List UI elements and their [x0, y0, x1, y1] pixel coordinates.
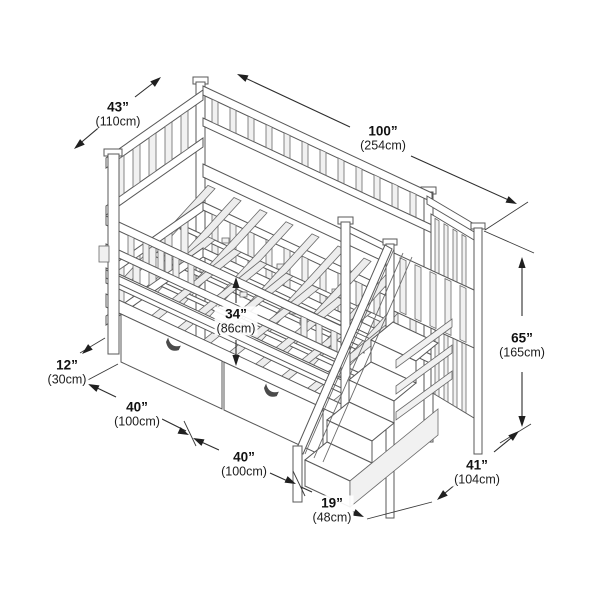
staircase-steps	[304, 318, 453, 508]
dim-bunk-clearance-label: 34” (86cm)	[214, 306, 258, 336]
far-top-slats	[211, 98, 417, 218]
drawer-2-handle	[264, 383, 279, 397]
dim-overall-height-inches: 65”	[511, 330, 533, 346]
tower-front-slats	[399, 257, 467, 343]
dim-staircase-depth-inches: 41”	[466, 457, 488, 473]
dim-bunk-clearance-inches: 34”	[225, 306, 247, 322]
dim-staircase-width-inches: 19”	[321, 495, 343, 511]
dim-drawer-1-label: 40” (100cm)	[112, 399, 162, 429]
dim-bed-width-inches: 43”	[107, 99, 129, 115]
dim-drawer-2-inches: 40”	[233, 449, 255, 465]
dim-overall-length-label: 100” (254cm)	[358, 123, 408, 153]
dim-staircase-width-label: 19” (48cm)	[310, 495, 354, 525]
dim-overall-length-inches: 100”	[368, 123, 398, 139]
railing-newel-post	[292, 445, 303, 503]
near-top-slats-right	[300, 315, 338, 353]
dim-staircase-depth-label: 41” (104cm)	[452, 457, 502, 487]
dim-end-offset-label: 12” (30cm)	[45, 357, 89, 387]
dim-overall-height-label: 65” (165cm)	[497, 330, 547, 360]
dim-drawer-1-cm: (100cm)	[114, 414, 160, 429]
dim-end-offset-inches: 12”	[56, 357, 78, 373]
dim-bed-width-cm: (110cm)	[95, 114, 141, 129]
staircase-railing	[292, 244, 413, 503]
dim-overall-length-cm: (254cm)	[360, 138, 406, 153]
dim-staircase-depth-cm: (104cm)	[454, 472, 500, 487]
drawer-1	[120, 313, 223, 410]
dim-bunk-clearance-cm: (86cm)	[216, 321, 256, 336]
dim-bed-width-label: 43” (110cm)	[93, 99, 143, 129]
dimension-arrowheads	[74, 74, 526, 517]
dim-end-offset-cm: (30cm)	[47, 372, 87, 387]
dim-overall-height-cm: (165cm)	[499, 345, 545, 360]
extension-lines	[79, 201, 535, 520]
dim-drawer-1-inches: 40”	[126, 399, 148, 415]
dim-staircase-width-cm: (48cm)	[312, 510, 352, 525]
dim-drawer-2-label: 40” (100cm)	[219, 449, 269, 479]
drawer-1-handle	[166, 337, 181, 351]
dim-drawer-2-cm: (100cm)	[221, 464, 267, 479]
